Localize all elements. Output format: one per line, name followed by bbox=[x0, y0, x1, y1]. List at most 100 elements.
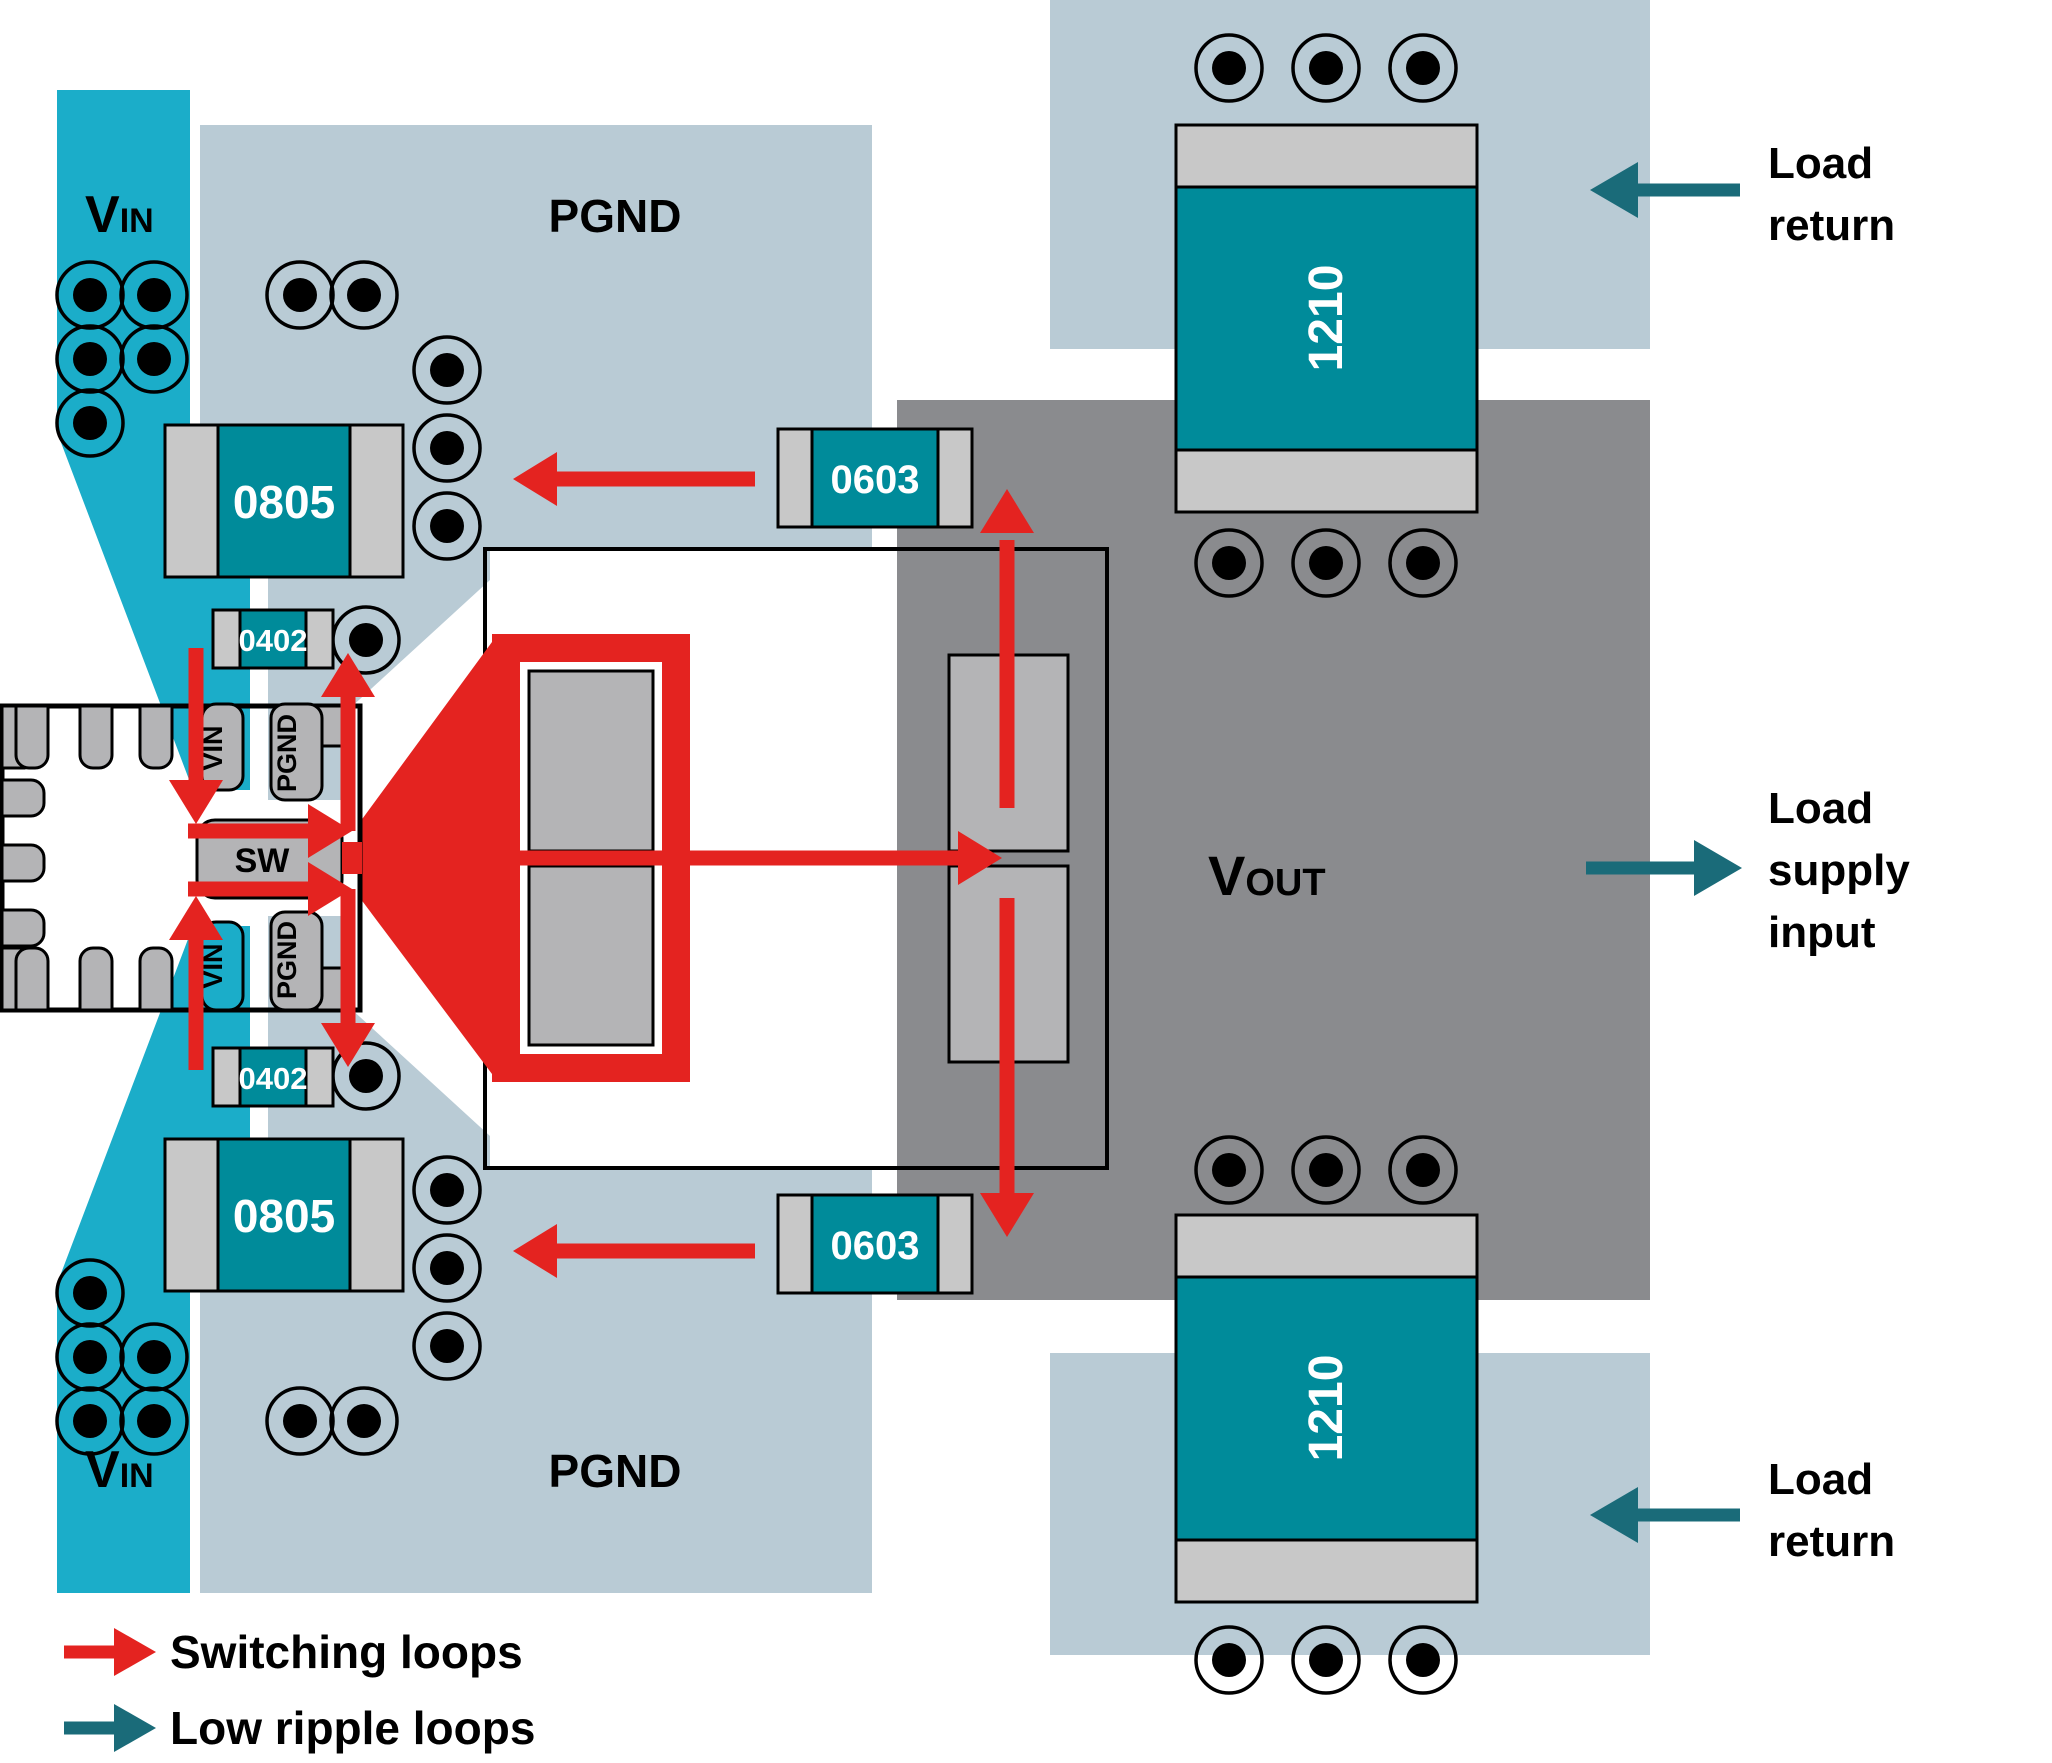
capacitor-0402-bottom: 0402 bbox=[211, 1046, 335, 1108]
ic-pin-left-3 bbox=[0, 908, 46, 948]
via bbox=[1291, 528, 1361, 598]
switching-arrow-vin-down-to-sw bbox=[169, 648, 223, 824]
vin-label-main: V bbox=[85, 186, 120, 244]
via bbox=[1194, 33, 1264, 103]
via-row-1210-bottom bbox=[1194, 1625, 1458, 1695]
pgnd-label-top: PGND bbox=[549, 190, 682, 242]
ic-pgnd-pad-top bbox=[269, 702, 324, 802]
inductor-pad-left-lower bbox=[527, 864, 655, 1047]
inductor-pad-left-upper bbox=[527, 669, 655, 853]
vin-label-sub: IN bbox=[120, 1457, 154, 1495]
legend-low-ripple-loops: Low ripple loops bbox=[64, 1702, 535, 1754]
via bbox=[1388, 1625, 1458, 1695]
via bbox=[119, 324, 189, 394]
switching-arrow-vout-up bbox=[980, 489, 1034, 808]
via bbox=[119, 260, 189, 330]
switching-arrow-vin-up-to-sw bbox=[169, 896, 223, 1070]
vin-label-main: V bbox=[85, 1441, 120, 1499]
via bbox=[1388, 528, 1458, 598]
via bbox=[1291, 1135, 1361, 1205]
via bbox=[412, 413, 482, 483]
switching-arrow-up-to-via-top bbox=[321, 653, 375, 831]
vout-label-sub: OUT bbox=[1245, 862, 1325, 904]
component-label: 0805 bbox=[233, 476, 335, 528]
switching-arrow-vout-down bbox=[980, 898, 1034, 1237]
component-label: 0805 bbox=[233, 1190, 335, 1242]
legend-low-ripple-label: Low ripple loops bbox=[170, 1702, 535, 1754]
via bbox=[119, 1386, 189, 1456]
annotation-line: return bbox=[1768, 201, 1895, 250]
via-row-1210-top bbox=[1194, 33, 1458, 103]
via bbox=[412, 335, 482, 405]
via bbox=[329, 260, 399, 330]
component-label: 0603 bbox=[831, 458, 920, 502]
ic-pin-bottom-3 bbox=[138, 946, 174, 1012]
switching-arrow-sw-bottom-right bbox=[188, 862, 352, 916]
via bbox=[412, 1155, 482, 1225]
via bbox=[1194, 528, 1264, 598]
ic-pgnd-label-bottom: PGND bbox=[272, 921, 302, 999]
annotation-load-return-bottom: Load return bbox=[1768, 1455, 1895, 1566]
ic-pin-bottom-2 bbox=[78, 946, 114, 1012]
annotation-load-supply-input: Load supply input bbox=[1768, 784, 1910, 957]
annotation-line: Load bbox=[1768, 139, 1873, 188]
switching-arrow-sw-top-right bbox=[188, 804, 352, 858]
annotation-line: Load bbox=[1768, 1455, 1873, 1504]
via-row-vout-bottom bbox=[1194, 1135, 1458, 1205]
via bbox=[1291, 33, 1361, 103]
sw-pad-red-link bbox=[342, 842, 362, 874]
via bbox=[265, 1386, 335, 1456]
via bbox=[265, 260, 335, 330]
ic-pin-top-1 bbox=[14, 704, 50, 770]
ic-pin-top-3 bbox=[138, 704, 174, 770]
capacitor-0603-bottom: 0603 bbox=[776, 1193, 974, 1295]
vin-label-bottom: VIN bbox=[85, 1441, 154, 1499]
via bbox=[329, 1386, 399, 1456]
capacitor-0805-top: 0805 bbox=[163, 423, 405, 579]
ic-pin-top-2 bbox=[78, 704, 114, 770]
via bbox=[55, 260, 125, 330]
component-label: 1210 bbox=[1300, 1355, 1353, 1462]
via-cluster-vin-bottom bbox=[55, 1258, 189, 1456]
via-cluster-vin-top bbox=[55, 260, 189, 458]
via bbox=[1194, 1135, 1264, 1205]
via bbox=[1194, 1625, 1264, 1695]
vout-label-main: V bbox=[1208, 844, 1245, 907]
switching-arrow-top-0603-to-pgnd bbox=[513, 452, 755, 506]
annotation-line: Load bbox=[1768, 784, 1873, 833]
sw-copper-ring bbox=[492, 634, 690, 1082]
low-ripple-arrow-load-return-bottom bbox=[1590, 1487, 1740, 1543]
via-cluster-pgnd-top bbox=[265, 260, 482, 675]
ic-pgnd-pad-bottom bbox=[269, 910, 324, 1012]
capacitor-0805-bottom: 0805 bbox=[163, 1137, 405, 1293]
capacitor-1210-top: 1210 bbox=[1174, 123, 1479, 514]
ic-pin-bottom-1 bbox=[14, 946, 50, 1012]
via bbox=[55, 324, 125, 394]
low-ripple-arrow-load-return-top bbox=[1590, 162, 1740, 218]
legend-switching-loops: Switching loops bbox=[64, 1626, 523, 1678]
component-label: 0402 bbox=[239, 1061, 308, 1096]
legend-switching-label: Switching loops bbox=[170, 1626, 523, 1678]
capacitor-0603-top: 0603 bbox=[776, 427, 974, 529]
annotation-line: input bbox=[1768, 908, 1876, 957]
via bbox=[55, 1386, 125, 1456]
via bbox=[55, 1322, 125, 1392]
vin-label-sub: IN bbox=[120, 202, 154, 240]
sw-copper-funnel bbox=[360, 642, 492, 1074]
sw-pad-label: SW bbox=[235, 842, 291, 880]
vout-label: VOUT bbox=[1208, 844, 1326, 907]
component-label: 0603 bbox=[831, 1224, 920, 1268]
switching-arrow-bottom-0603-to-pgnd bbox=[513, 1224, 755, 1278]
via bbox=[1291, 1625, 1361, 1695]
low-ripple-arrow-load-supply bbox=[1586, 840, 1742, 896]
component-label: 1210 bbox=[1300, 265, 1353, 372]
via-cluster-pgnd-bottom bbox=[265, 1041, 482, 1456]
capacitor-1210-bottom: 1210 bbox=[1174, 1213, 1479, 1604]
via bbox=[1388, 1135, 1458, 1205]
capacitor-0402-top: 0402 bbox=[211, 608, 335, 670]
ic-pin-left-2 bbox=[0, 843, 46, 883]
switching-arrow-down-to-via-bottom bbox=[321, 889, 375, 1067]
ic-pin-left-1 bbox=[0, 778, 46, 818]
component-label: 0402 bbox=[239, 623, 308, 658]
